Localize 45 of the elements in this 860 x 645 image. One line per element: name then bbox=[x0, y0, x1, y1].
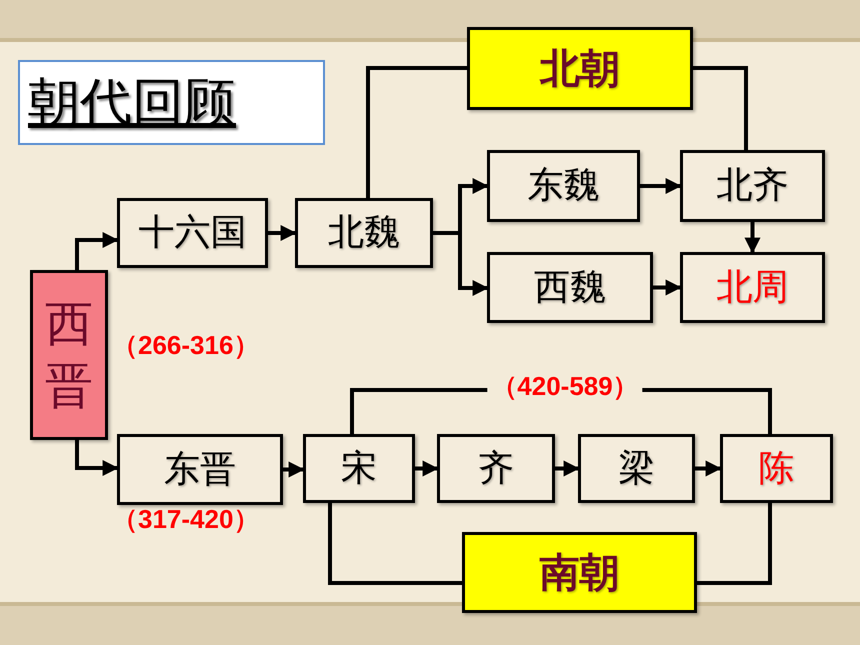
group-box bbox=[467, 27, 693, 110]
arrow bbox=[695, 460, 722, 476]
dynasty-name: 北齐 bbox=[716, 168, 788, 204]
dynasty-name: 东魏 bbox=[528, 168, 600, 204]
dynasty-box bbox=[680, 252, 825, 323]
connector-line bbox=[693, 66, 748, 150]
connector-line bbox=[366, 66, 467, 198]
dynasty-box bbox=[117, 434, 283, 505]
group-box bbox=[462, 532, 697, 613]
dynasty-box bbox=[487, 252, 653, 323]
dynasty-name: 东晋 bbox=[164, 452, 236, 488]
arrow bbox=[555, 460, 580, 476]
arrow bbox=[744, 222, 760, 254]
connector-line bbox=[697, 503, 772, 585]
dynasty-box bbox=[30, 270, 108, 440]
arrow bbox=[268, 225, 297, 241]
dynasty-box bbox=[680, 150, 825, 222]
dynasty-name: 西晋 bbox=[45, 294, 93, 416]
dynasty-name: 梁 bbox=[618, 450, 654, 486]
dynasty-box bbox=[437, 434, 555, 503]
arrow bbox=[640, 178, 682, 194]
dynasty-box bbox=[487, 150, 640, 222]
date-label: （317-420） bbox=[112, 506, 260, 532]
dynasty-name: 宋 bbox=[341, 450, 377, 486]
arrow bbox=[75, 440, 119, 476]
dynasty-name: 北魏 bbox=[328, 215, 400, 251]
arrow bbox=[653, 280, 682, 296]
dynasty-box bbox=[117, 198, 268, 268]
connector-line bbox=[328, 503, 462, 585]
dynasty-box bbox=[303, 434, 415, 503]
dynasty-box bbox=[295, 198, 433, 268]
dynasty-name: 北周 bbox=[716, 270, 788, 306]
dynasty-box bbox=[578, 434, 695, 503]
dynasty-name: 南朝 bbox=[540, 552, 620, 592]
date-label: （266-316） bbox=[112, 332, 260, 358]
title: 朝代回顾 bbox=[28, 76, 236, 128]
dynasty-box bbox=[720, 434, 833, 503]
arrow bbox=[415, 460, 439, 476]
dynasty-name: 北朝 bbox=[540, 48, 620, 88]
dynasty-name: 十六国 bbox=[138, 215, 246, 251]
dynasty-name: 齐 bbox=[478, 450, 514, 486]
dynasty-name: 陈 bbox=[758, 450, 794, 486]
arrow bbox=[283, 462, 305, 478]
arrow bbox=[75, 232, 119, 270]
dynasty-name: 西魏 bbox=[534, 270, 606, 306]
